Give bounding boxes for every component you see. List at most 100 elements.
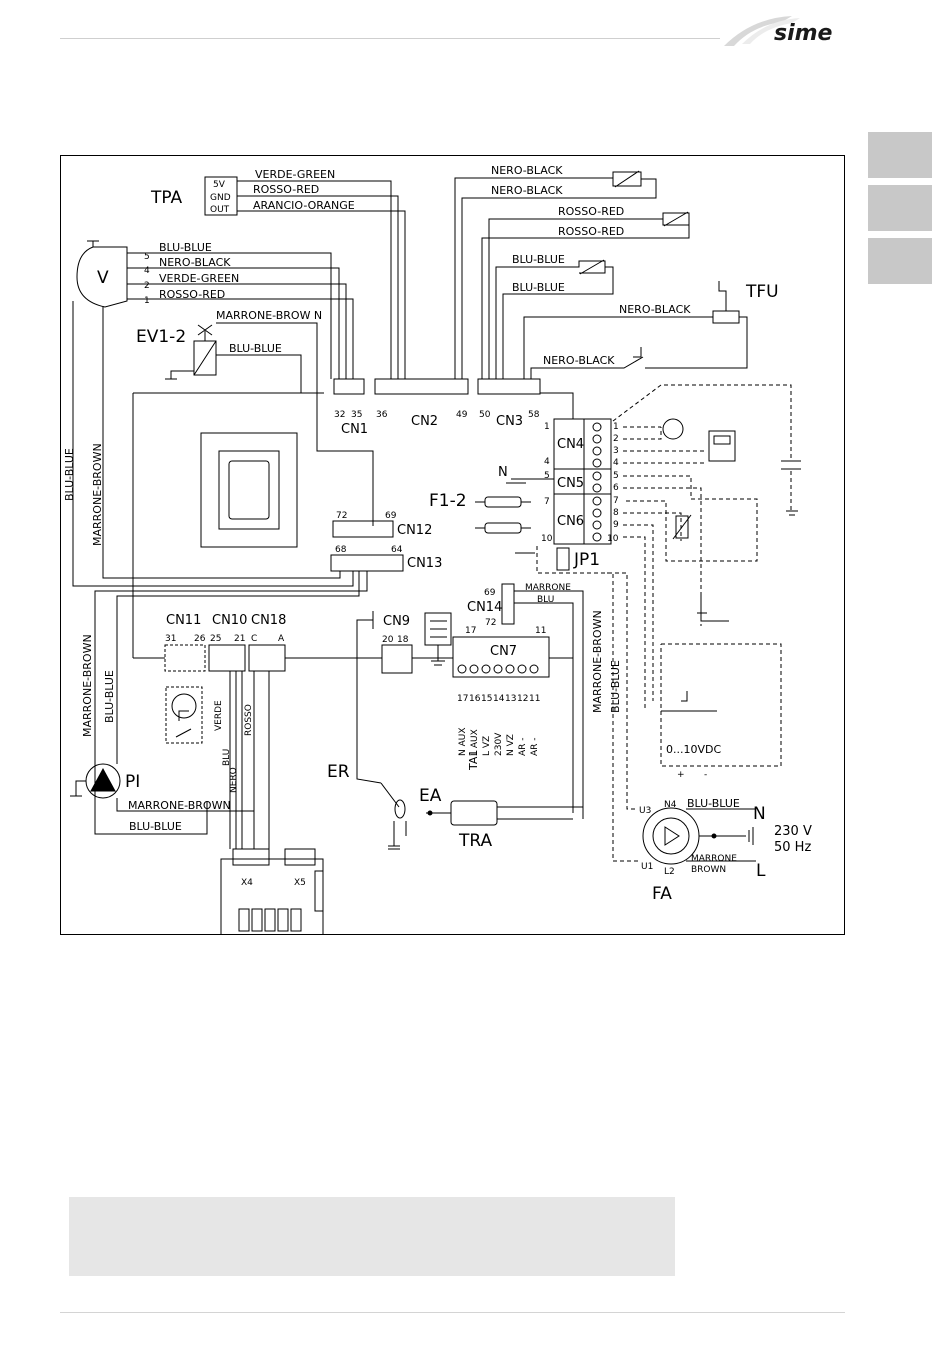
svg-text:1: 1 <box>613 422 619 432</box>
section-tab-2[interactable] <box>868 185 932 231</box>
svg-text:32: 32 <box>334 410 345 420</box>
svg-text:10: 10 <box>541 534 553 544</box>
svg-text:7: 7 <box>613 496 619 506</box>
svg-text:58: 58 <box>528 410 540 420</box>
wire-blu-cn14: BLU <box>537 595 554 605</box>
svg-text:4: 4 <box>613 458 619 468</box>
cn7-terminal-number: 14 <box>493 694 505 704</box>
svg-text:8: 8 <box>613 508 619 518</box>
svg-text:5: 5 <box>544 471 550 481</box>
connector-cn13 <box>330 554 404 572</box>
connector-cn3 <box>477 378 541 395</box>
wiring-diagram: TPA 5V GND OUT VERDE-GREEN ROSSO-RED ARA… <box>60 155 845 935</box>
connector-cn1 <box>333 378 365 395</box>
wire-blu-blue-1: BLU-BLUE <box>512 253 565 266</box>
svg-text:10: 10 <box>607 534 619 544</box>
cn7-terminal-number: 11 <box>529 694 540 704</box>
wire-brown-mains: BROWN <box>691 865 726 875</box>
svg-text:26: 26 <box>194 634 206 644</box>
cn3-label: CN3 <box>496 414 523 429</box>
wire-nero-black-4: NERO-BLACK <box>543 354 615 367</box>
input-0-10vdc: 0...10VDC <box>666 743 721 756</box>
cn7-screw <box>469 664 479 674</box>
svg-text:7: 7 <box>544 497 550 507</box>
wire-marrone-mains: MARRONE <box>691 854 737 864</box>
svg-text:25: 25 <box>210 634 221 644</box>
svg-text:69: 69 <box>385 511 397 521</box>
svg-text:69: 69 <box>484 588 496 598</box>
cn13-label: CN13 <box>407 556 442 571</box>
wire-rosso-red-fan: ROSSO-RED <box>159 288 225 301</box>
svg-text:5V: 5V <box>213 180 226 190</box>
cn7-screw <box>493 664 503 674</box>
wire-verde: VERDE <box>214 700 224 731</box>
wire-arancio-orange: ARANCIO-ORANGE <box>253 199 355 212</box>
wire-rosso-red-3: ROSSO-RED <box>558 225 624 238</box>
jumper-jp1 <box>556 547 570 571</box>
wire-blu-blue-pump: BLU-BLUE <box>103 670 116 723</box>
wire-blu-blue-ev: BLU-BLUE <box>229 342 282 355</box>
wire-rosso-red-2: ROSSO-RED <box>558 205 624 218</box>
connector-cn14 <box>501 583 515 625</box>
cn7-ta1-label: TA1 <box>467 750 480 771</box>
pump-pi: PI <box>70 763 140 799</box>
connector-cn2 <box>374 378 469 395</box>
svg-text:18: 18 <box>397 635 409 645</box>
wire-nero-black-1: NERO-BLACK <box>491 164 563 177</box>
cn10-label: CN10 <box>212 613 247 628</box>
connector-x5 <box>284 848 316 866</box>
ignition-transformer <box>450 800 498 826</box>
cn7-terminal-number: 12 <box>517 694 528 704</box>
connector-cn18 <box>248 644 286 672</box>
svg-text:17: 17 <box>465 626 476 636</box>
gas-valve-ev12: EV1-2 <box>136 324 217 380</box>
sime-logo: sime <box>722 10 852 50</box>
wire-blu-blue-2: BLU-BLUE <box>512 281 565 294</box>
cn7-terminal-number: 16 <box>469 694 481 704</box>
svg-text:5: 5 <box>613 471 619 481</box>
svg-text:6: 6 <box>613 483 619 493</box>
wire-nero: NERO <box>229 767 239 793</box>
svg-text:68: 68 <box>335 545 347 555</box>
cn7-screw <box>481 664 491 674</box>
wire-nero-black-3: NERO-BLACK <box>619 303 691 316</box>
tpa-label: TPA <box>150 188 183 208</box>
svg-text:20: 20 <box>382 635 394 645</box>
cn5-label: CN5 <box>557 476 584 491</box>
svg-text:GND: GND <box>210 193 231 203</box>
cn7-terminal-label: N VZ <box>506 734 516 756</box>
fan-v: V <box>76 240 128 308</box>
section-tab-1[interactable] <box>868 132 932 178</box>
cn7-terminal-number: 13 <box>505 694 516 704</box>
wire-blu-blue-vertical: BLU-BLUE <box>63 448 76 501</box>
svg-text:OUT: OUT <box>210 205 230 215</box>
wire-marrone-brown-fa: MARRONE-BROWN <box>591 610 604 713</box>
svg-text:3: 3 <box>613 446 619 456</box>
ntc-external <box>675 515 689 539</box>
x4-label: X4 <box>241 878 253 888</box>
svg-text:A: A <box>278 634 285 644</box>
fuses-label: F1-2 <box>429 491 467 511</box>
cn1-label: CN1 <box>341 422 368 437</box>
svg-text:35: 35 <box>351 410 362 420</box>
wire-rosso: ROSSO <box>244 704 254 736</box>
mains-frequency: 50 Hz <box>774 840 811 855</box>
svg-text:36: 36 <box>376 410 388 420</box>
footer-rule <box>60 1312 845 1313</box>
cn9-label: CN9 <box>383 614 410 629</box>
header-rule <box>60 38 720 39</box>
svg-text:5: 5 <box>144 252 150 262</box>
wire-nero-black-2: NERO-BLACK <box>491 184 563 197</box>
svg-text:L2: L2 <box>664 867 675 877</box>
connector-cn7 <box>452 636 550 678</box>
tpa-sensor: TPA 5V GND OUT <box>150 176 238 216</box>
cn11-label: CN11 <box>166 613 201 628</box>
flow-switch <box>165 686 203 744</box>
fan-label: V <box>97 268 109 288</box>
svg-text:4: 4 <box>144 266 150 276</box>
wire-marrone-brown-pump: MARRONE-BROWN <box>81 634 94 737</box>
cn7-screw <box>517 664 527 674</box>
cn7-terminal-label: 230V <box>494 732 504 756</box>
svg-text:11: 11 <box>535 626 546 636</box>
section-tab-3[interactable] <box>868 238 932 284</box>
